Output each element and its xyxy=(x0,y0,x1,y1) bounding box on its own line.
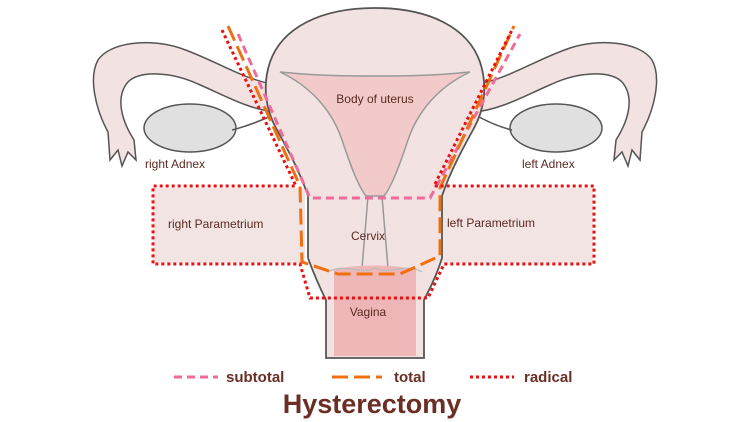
radical-cut-line xyxy=(151,29,596,300)
label-right-adnex: right Adnex xyxy=(145,157,205,171)
right-fallopian-tube xyxy=(92,41,277,169)
left-ovary xyxy=(509,103,603,153)
right-parametrium-region xyxy=(153,188,305,263)
right-ovary xyxy=(143,103,237,153)
label-right-parametrium: right Parametrium xyxy=(168,217,263,231)
vagina-region xyxy=(334,265,416,356)
label-body-of-uterus: Body of uterus xyxy=(336,92,413,106)
label-left-adnex: left Adnex xyxy=(522,157,575,171)
diagram-title: Hysterectomy xyxy=(283,389,462,419)
label-vagina: Vagina xyxy=(350,305,387,319)
cervix-os xyxy=(327,267,423,273)
cervical-canal-right xyxy=(381,195,389,269)
left-fallopian-tube xyxy=(473,41,658,169)
label-cervix: Cervix xyxy=(351,229,385,243)
legend-radical-label: radical xyxy=(524,369,572,386)
uterine-cavity xyxy=(279,71,471,197)
cervical-canal xyxy=(361,195,369,269)
legend-total-label: total xyxy=(394,369,426,386)
left-parametrium-region xyxy=(433,188,593,263)
subtotal-cut-line xyxy=(236,33,522,200)
legend-subtotal-label: subtotal xyxy=(226,369,284,386)
total-cut-line xyxy=(226,25,516,276)
legend: subtotal total radical xyxy=(174,369,572,386)
label-left-parametrium: left Parametrium xyxy=(447,216,535,230)
